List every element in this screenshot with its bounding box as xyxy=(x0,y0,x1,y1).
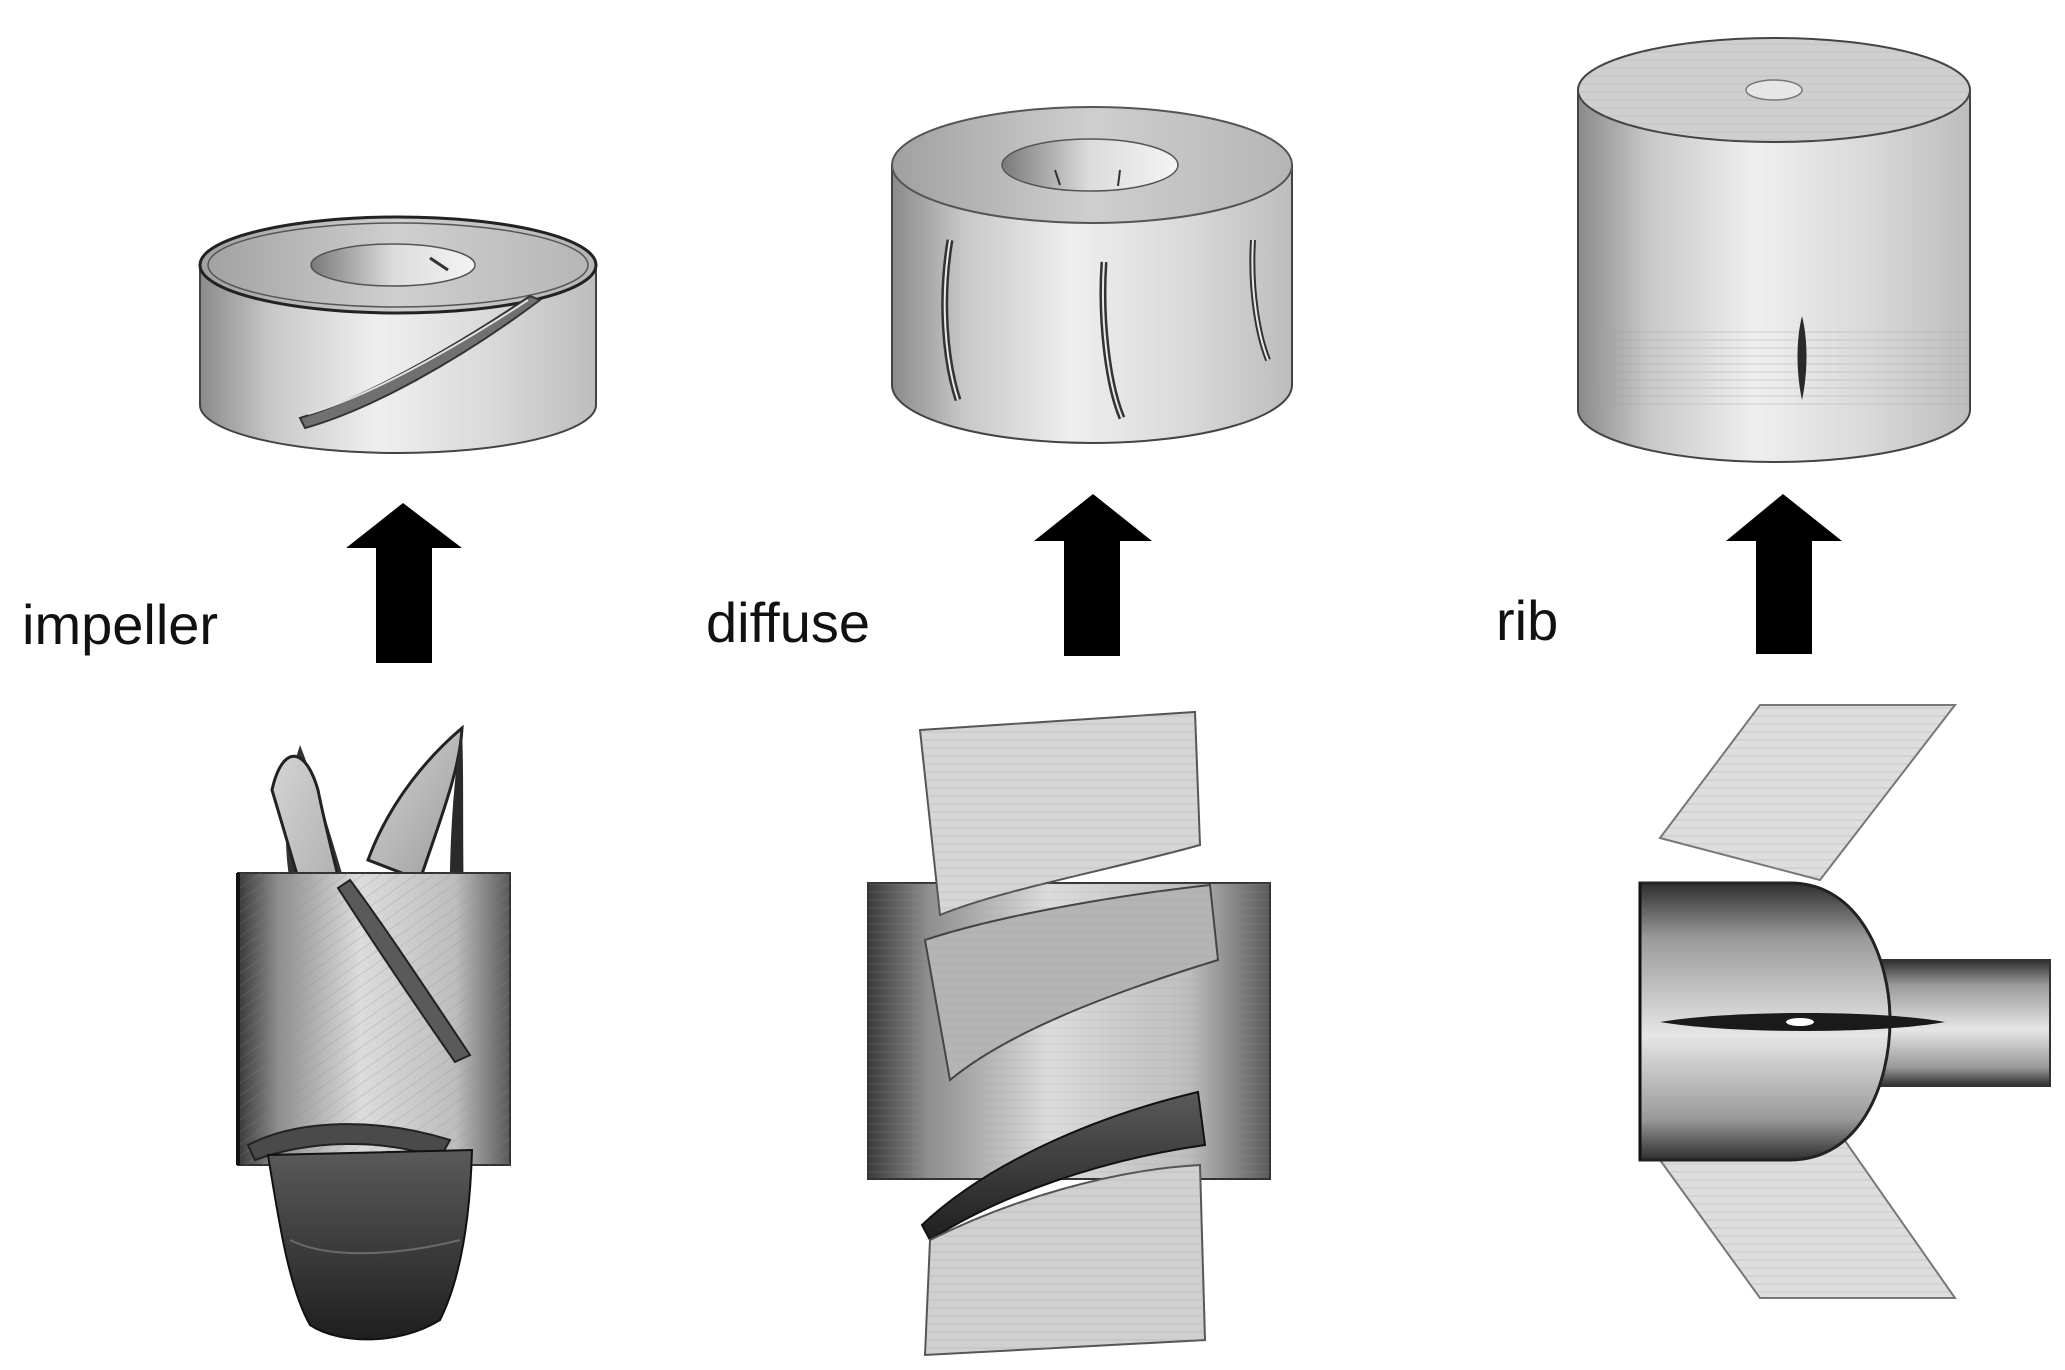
impeller-domain-cylinder xyxy=(198,215,598,454)
rib-label: rib xyxy=(1496,589,1559,652)
rib-domain-cylinder xyxy=(1577,37,1971,463)
rib-up-arrow xyxy=(1726,494,1842,654)
diffuse-label: diffuse xyxy=(706,591,870,654)
rib-hub-model xyxy=(1638,704,2051,1299)
impeller-label: impeller xyxy=(22,593,219,656)
impeller-hub-model xyxy=(236,724,511,1341)
impeller-up-arrow xyxy=(346,503,462,663)
diffuse-up-arrow xyxy=(1034,494,1152,656)
diffuse-domain-cylinder xyxy=(891,106,1293,444)
diffuse-hub-model xyxy=(867,710,1271,1357)
